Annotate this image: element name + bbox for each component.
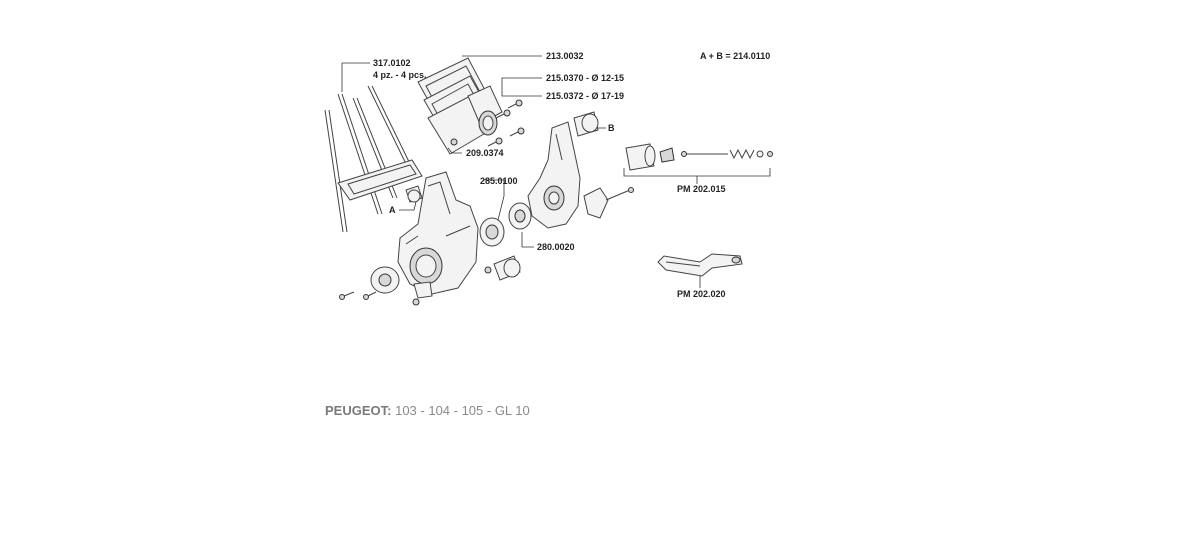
pedal-arm — [657, 253, 743, 277]
gasket-ring — [337, 159, 423, 201]
leader-lines — [341, 55, 771, 288]
studs-code-label: 317.0102 — [373, 58, 411, 68]
stud-2 — [337, 93, 383, 215]
studs-qty-label: 4 pz. - 4 pcs. — [373, 70, 427, 80]
lever-kit-label: PM 202.015 — [677, 184, 726, 194]
lower-bushing — [484, 255, 521, 281]
crankcase-right — [527, 121, 581, 229]
compatibility-caption: PEUGEOT: 103 - 104 - 105 - GL 10 — [325, 403, 530, 418]
assembly-code-label: A + B = 214.0110 — [700, 51, 770, 61]
stud-4 — [367, 85, 415, 173]
front-plate — [370, 266, 400, 294]
bushing-a-letter: A — [389, 205, 396, 215]
bottom-screws — [339, 281, 433, 306]
adapter-large-label: 215.0372 - Ø 17-19 — [546, 91, 624, 101]
manifold-code-label: 213.0032 — [546, 51, 584, 61]
bearing-code-label: 285.0100 — [480, 176, 518, 186]
bushing-b — [573, 111, 599, 137]
caption-models: 103 - 104 - 105 - GL 10 — [395, 403, 530, 418]
intake-adapter — [467, 85, 503, 136]
crankcase-left — [397, 171, 479, 295]
lever-kit — [625, 143, 773, 171]
caption-brand: PEUGEOT: — [325, 403, 392, 418]
bushing-a — [405, 185, 423, 203]
stud-1 — [324, 109, 348, 233]
adapter-small-label: 215.0370 - Ø 12-15 — [546, 73, 624, 83]
gasket-code-label: 209.0374 — [466, 148, 504, 158]
studs-group — [324, 85, 415, 233]
seal-code-label: 280.0020 — [537, 242, 575, 252]
lever-bracket — [583, 187, 634, 219]
pedal-kit-label: PM 202.020 — [677, 289, 726, 299]
bushing-b-letter: B — [608, 123, 615, 133]
small-screws — [450, 99, 525, 147]
